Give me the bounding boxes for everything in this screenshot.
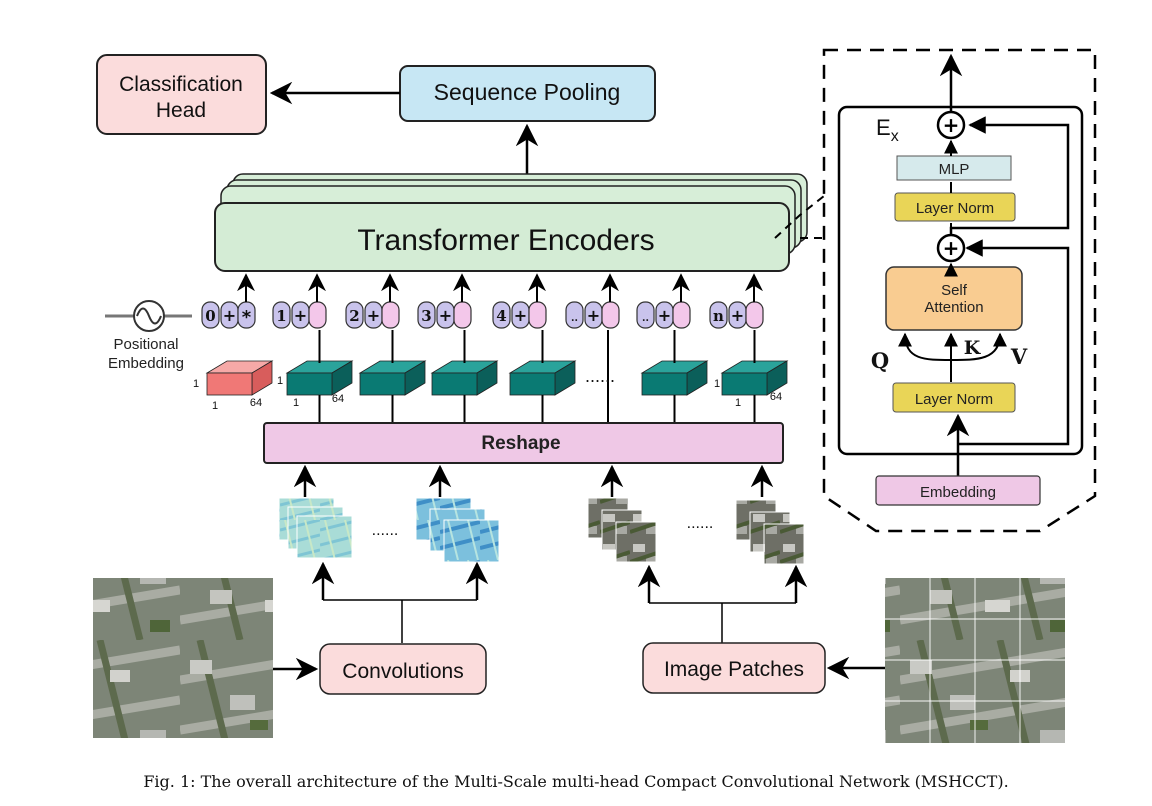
- svg-text:MLP: MLP: [939, 161, 970, 178]
- embedding-bar: [720, 360, 789, 396]
- dimension-label: 1: [277, 375, 283, 387]
- k-label: K: [964, 337, 982, 359]
- figure-caption: Fig. 1: The overall architecture of the …: [143, 772, 1009, 791]
- reshape-label: Reshape: [481, 433, 560, 454]
- reshape-box: Reshape: [263, 422, 784, 464]
- dimension-label: 1: [293, 397, 299, 409]
- token-id: 4: [496, 307, 506, 325]
- image-patches-group-2: [735, 499, 805, 565]
- dimension-label: 1: [735, 397, 741, 409]
- plus-icon: +: [439, 306, 452, 325]
- token-id: ..: [571, 313, 578, 324]
- convolutions-label: Convolutions: [342, 660, 463, 683]
- aerial-image-left: [93, 578, 273, 738]
- plus-icon: +: [514, 306, 527, 325]
- image-patches-group-1: [587, 497, 657, 563]
- aerial-image-right-gridded: [885, 578, 1065, 743]
- transformer-encoders-stack: Transformer Encoders: [214, 173, 808, 272]
- value-arrow: [950, 332, 1007, 361]
- plus-icon: +: [587, 306, 600, 325]
- layer-norm-top-box: Layer Norm: [894, 192, 1016, 222]
- image-patches-label: Image Patches: [664, 658, 804, 681]
- sequence-pooling-box: Sequence Pooling: [399, 65, 656, 122]
- token-5: .. +: [565, 301, 620, 329]
- token-2: 2+: [345, 301, 400, 329]
- bars-ellipsis: ......: [585, 366, 615, 386]
- patches-ellipsis: ......: [687, 515, 714, 532]
- residual-bottom: [958, 239, 1070, 446]
- class-token-bar: [205, 360, 274, 396]
- plus-icon: +: [223, 306, 236, 325]
- svg-text:Embedding: Embedding: [920, 484, 996, 501]
- embedding-bar: [640, 360, 709, 396]
- token-id: ..: [642, 313, 649, 324]
- token-1: 1+: [272, 301, 327, 329]
- v-label: V: [1010, 344, 1028, 369]
- image-patches-box: Image Patches: [642, 642, 826, 694]
- token-arrows: [237, 273, 763, 302]
- mlp-box: MLP: [896, 155, 1012, 181]
- embedding-bar: [358, 360, 427, 396]
- plus-icon: +: [367, 306, 380, 325]
- token-6: .. +: [636, 301, 691, 329]
- embedding-box: Embedding: [875, 475, 1041, 506]
- token-row: 0+*1+2+3+4+..+..+n+: [201, 301, 764, 329]
- token-7: n+: [709, 301, 764, 329]
- plus-icon: +: [658, 306, 671, 325]
- add-icon-middle: +: [936, 233, 966, 263]
- embedding-bar: [508, 360, 577, 396]
- encoder-detail-dashed-frame: [822, 48, 1097, 533]
- token-0: 0 + *: [201, 301, 256, 329]
- residual-top: [949, 116, 1070, 234]
- dimension-label: 1: [212, 400, 218, 412]
- token-3: 3+: [417, 301, 472, 329]
- embedding-bar: [285, 360, 354, 396]
- feature-maps-ellipsis: ......: [372, 522, 399, 539]
- q-label: Q: [871, 348, 889, 373]
- svg-text:+: +: [943, 236, 960, 260]
- feature-maps-group-2: [415, 497, 500, 563]
- token-id: 1: [276, 307, 286, 325]
- conv-splitter: [311, 561, 489, 643]
- embedding-bar: [430, 360, 499, 396]
- convolutions-box: Convolutions: [319, 643, 487, 695]
- svg-text:+: +: [943, 113, 960, 137]
- token-id: 3: [421, 307, 431, 325]
- transformer-encoders-label: Transformer Encoders: [357, 224, 654, 257]
- zoom-connector-top: [774, 195, 825, 239]
- svg-text:Layer Norm: Layer Norm: [915, 391, 993, 408]
- plus-icon: +: [731, 306, 744, 325]
- token-mark: *: [242, 307, 252, 328]
- dimension-label: 1: [714, 378, 720, 390]
- sine-wave-icon: [136, 307, 162, 325]
- ex-label: Ex: [876, 115, 899, 145]
- dimension-label: 64: [770, 391, 782, 403]
- svg-text:Layer Norm: Layer Norm: [916, 200, 994, 217]
- token-id: 0: [205, 307, 215, 325]
- dimension-label: 1: [193, 378, 199, 390]
- patch-splitter: [637, 564, 808, 645]
- plus-icon: +: [294, 306, 307, 325]
- dimension-label: 64: [332, 393, 344, 405]
- token-id: 2: [349, 307, 359, 325]
- dimension-label: 64: [250, 397, 262, 409]
- token-4: 4+: [492, 301, 547, 329]
- feature-maps-group-1: [278, 497, 353, 559]
- add-icon-top: +: [936, 110, 966, 140]
- layer-norm-bottom-box: Layer Norm: [892, 382, 1016, 413]
- token-id: n: [713, 307, 724, 325]
- sequence-pooling-label: Sequence Pooling: [434, 79, 621, 105]
- positional-embedding-symbol: [105, 300, 192, 332]
